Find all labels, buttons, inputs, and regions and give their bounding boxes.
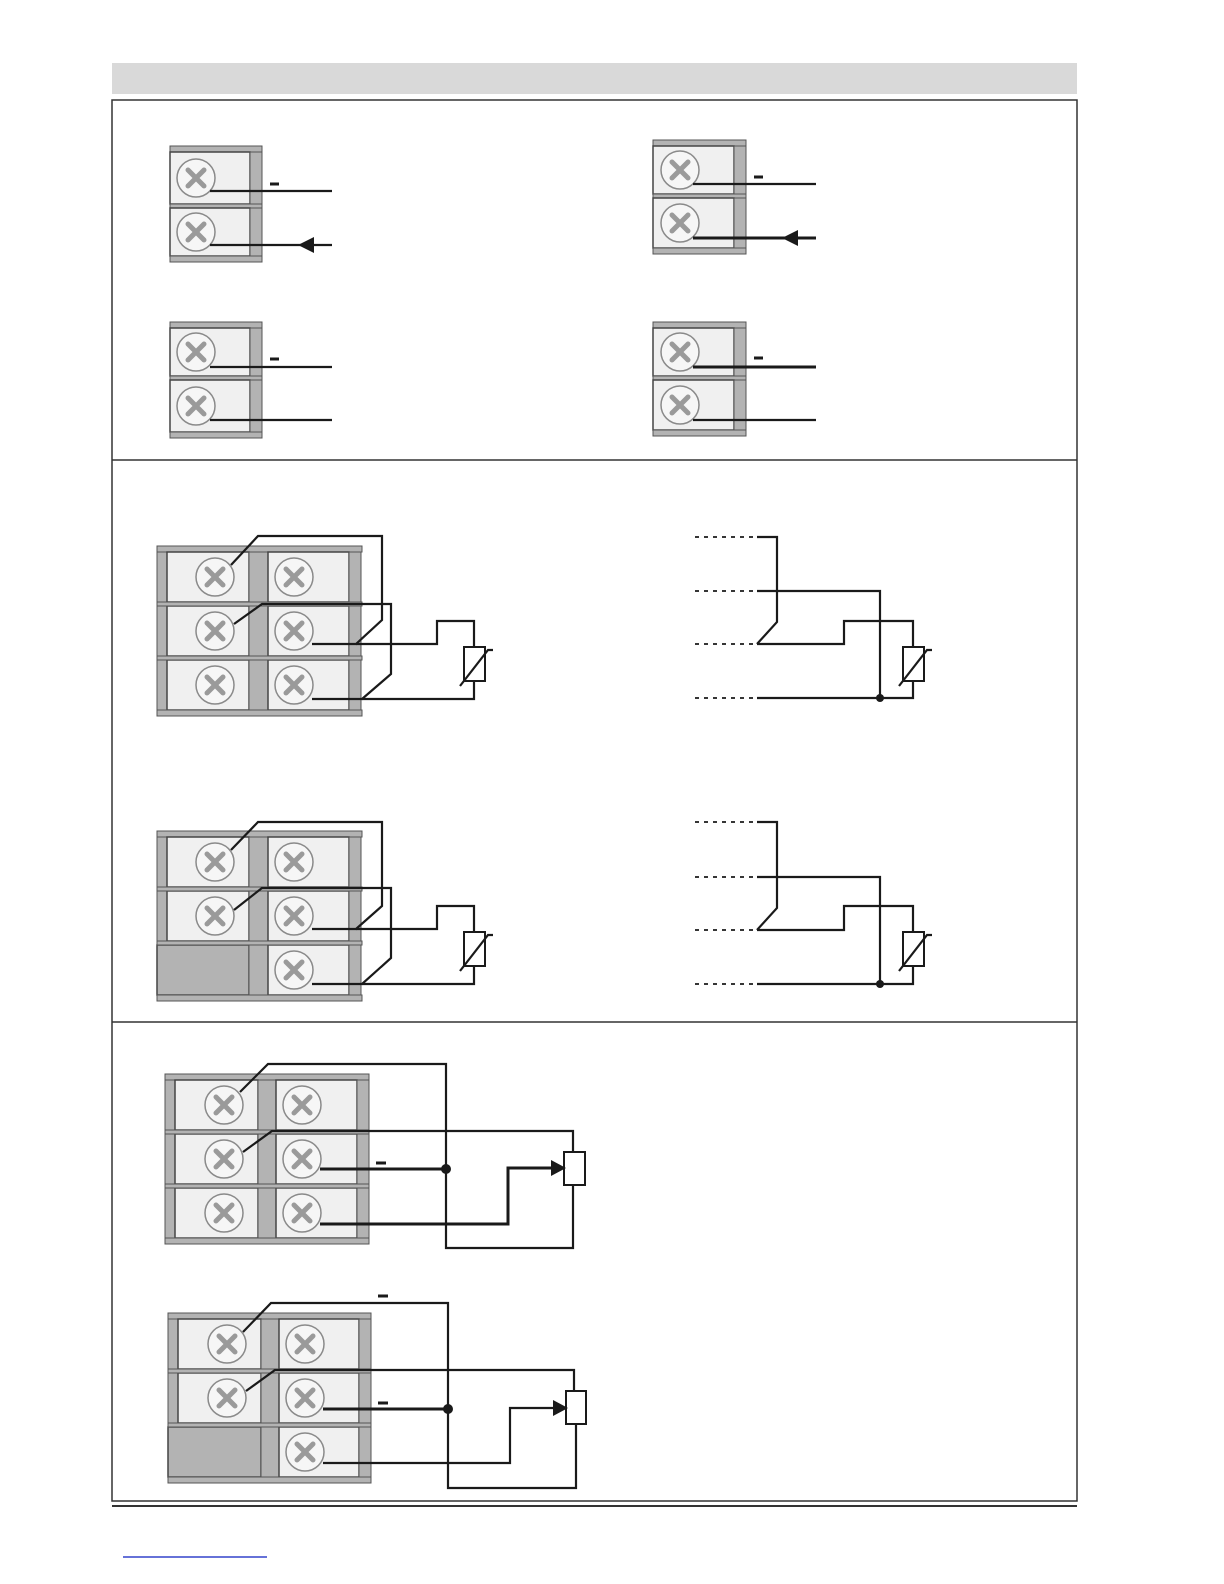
junction-dot-icon [441,1164,451,1174]
screw-terminal-icon [177,333,215,371]
screw-terminal-icon [196,897,234,935]
terminal-block-f [157,831,362,1001]
screw-terminal-icon [283,1194,321,1232]
thermistor-icon [899,932,932,971]
terminal-block-e [157,546,362,716]
screw-terminal-icon [283,1086,321,1124]
outer-frame [112,100,1077,1501]
page-header-bar [112,63,1077,94]
terminal-block-h [168,1313,371,1483]
junction-dot-icon [443,1404,453,1414]
screw-terminal-icon [196,558,234,596]
screw-terminal-icon [208,1379,246,1417]
screw-terminal-icon [275,666,313,704]
screw-terminal-icon [177,159,215,197]
terminal-block-g [165,1074,369,1244]
thermistor-icon [460,647,493,686]
junction-dot-icon [876,980,884,988]
arrow-icon [298,237,314,253]
screw-terminal-icon [286,1325,324,1363]
screw-terminal-icon [283,1140,321,1178]
junction-dot-icon [876,694,884,702]
screw-terminal-icon [275,951,313,989]
screw-terminal-icon [661,386,699,424]
screw-terminal-icon [177,387,215,425]
screw-terminal-icon [661,333,699,371]
screw-terminal-icon [275,843,313,881]
arrow-icon [782,230,798,246]
potentiometer-icon [551,1152,585,1185]
thermistor-icon [460,932,493,971]
screw-terminal-icon [205,1140,243,1178]
screw-terminal-icon [205,1194,243,1232]
screw-terminal-icon [196,666,234,704]
screw-terminal-icon [275,558,313,596]
thermistor-icon [899,647,932,686]
screw-terminal-icon [205,1086,243,1124]
screw-terminal-icon [286,1433,324,1471]
screw-terminal-icon [661,204,699,242]
screw-terminal-icon [275,897,313,935]
screw-terminal-icon [196,612,234,650]
screw-terminal-icon [286,1379,324,1417]
screw-terminal-icon [208,1325,246,1363]
screw-terminal-icon [177,213,215,251]
potentiometer-icon [553,1391,586,1424]
screw-terminal-icon [275,612,313,650]
screw-terminal-icon [196,843,234,881]
